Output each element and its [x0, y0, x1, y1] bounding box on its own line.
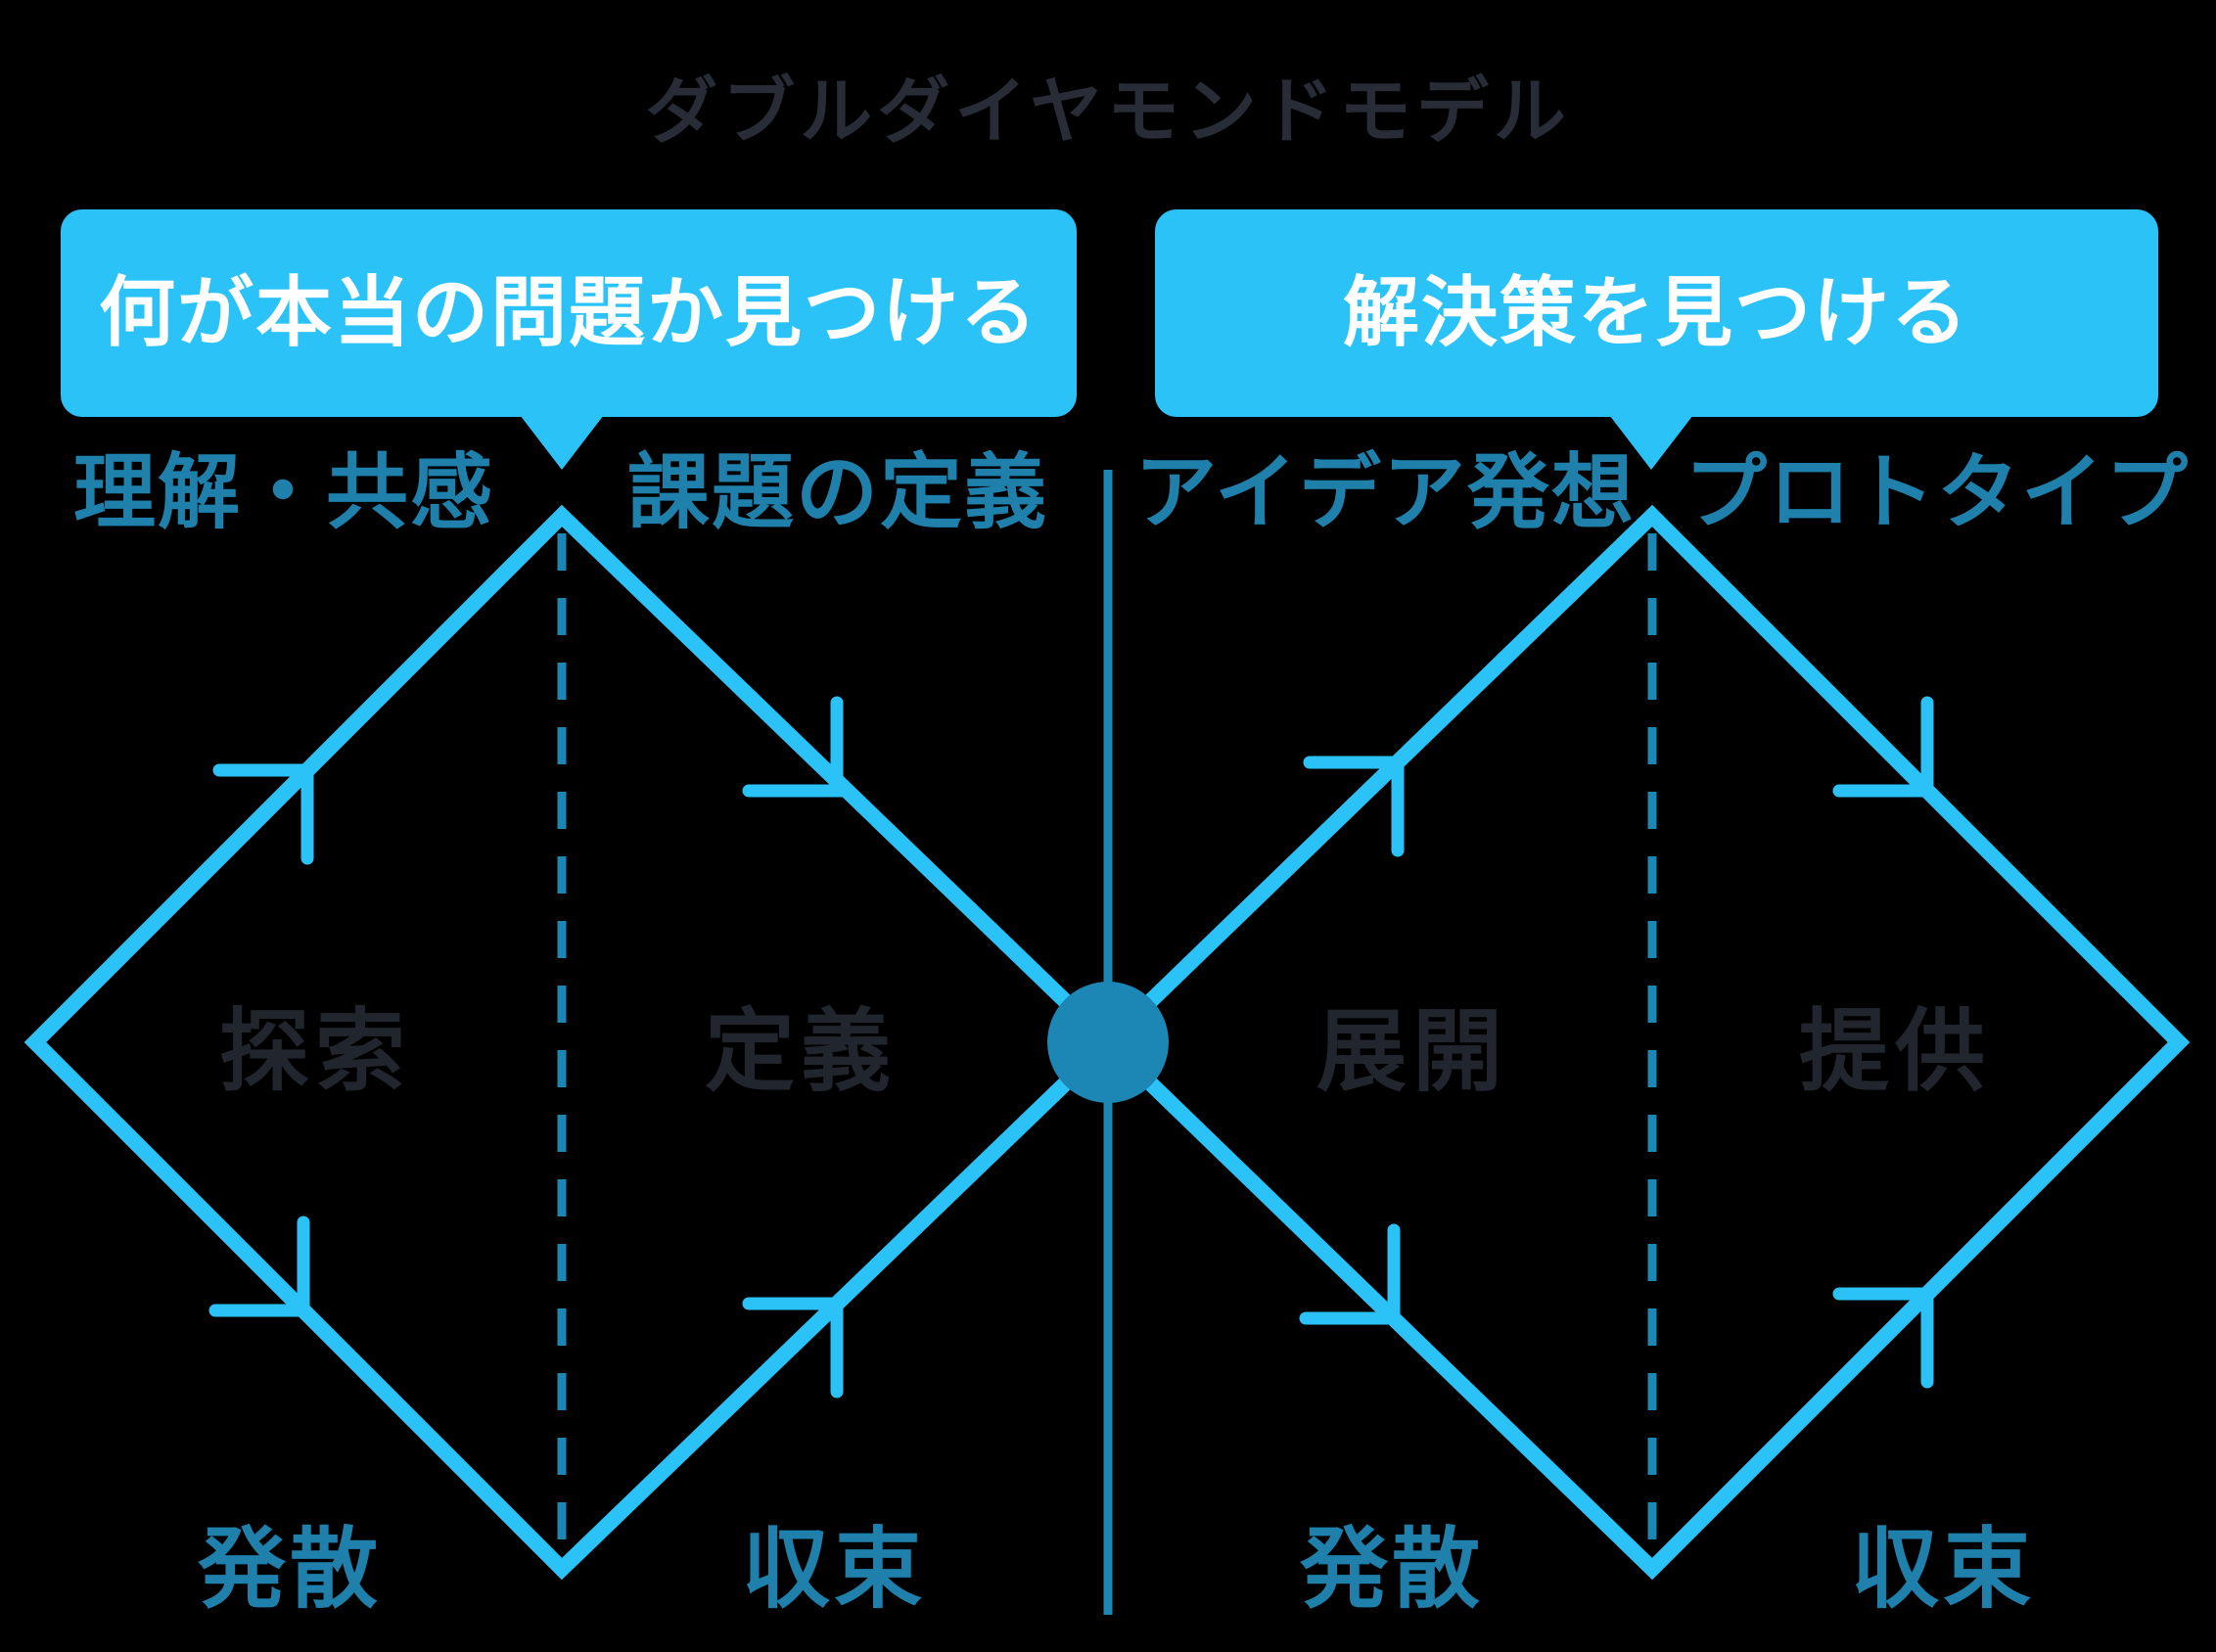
arrow-right-diamond-diverge-down-icon	[1299, 1223, 1401, 1325]
left-callout-rect	[61, 209, 1077, 417]
center-node-circle	[1047, 982, 1169, 1103]
phase-label-ideate: アイデア発想	[1134, 448, 1636, 539]
arrow-left-diamond-converge-down-icon	[742, 696, 844, 798]
mode-label-converge-right: 収束	[1851, 1522, 2035, 1619]
inner-label-discover: 探索	[218, 1002, 412, 1102]
mode-label-converge-left: 収束	[742, 1522, 926, 1619]
arrow-left-diamond-diverge-down-icon	[208, 1216, 310, 1317]
inner-label-define: 定義	[704, 1002, 898, 1102]
inner-label-deliver: 提供	[1798, 1002, 1992, 1102]
left-callout-label: 何が本当の問題か見つける	[98, 270, 1039, 355]
right-callout-label: 解決策を見つける	[1342, 270, 1970, 355]
mode-label-diverge-right: 発散	[1300, 1522, 1484, 1619]
diagram-title: ダブルダイヤモンドモデル	[645, 72, 1571, 153]
arrow-left-diamond-diverge-up-icon	[212, 763, 314, 865]
inner-label-develop: 展開	[1316, 1002, 1509, 1102]
phase-label-prototype: プロトタイプ	[1684, 448, 2191, 539]
mode-label-diverge-left: 発散	[198, 1522, 382, 1619]
right-callout-rect	[1155, 209, 2158, 417]
arrow-right-diamond-converge-up-icon	[1832, 1287, 1934, 1389]
arrow-right-diamond-converge-down-icon	[1832, 696, 1934, 798]
phase-label-define-problem: 課題の定義	[626, 448, 1049, 539]
left-callout-bubble	[61, 209, 1077, 470]
arrow-right-diamond-diverge-up-icon	[1303, 756, 1405, 857]
left-callout-tail	[517, 411, 607, 470]
right-diamond-outline	[1096, 504, 2191, 1581]
phase-label-empathize: 理解・共感	[72, 448, 495, 539]
right-callout-bubble	[1155, 209, 2158, 470]
left-diamond-outline	[23, 504, 1120, 1581]
right-callout-tail	[1606, 411, 1696, 470]
arrow-left-diamond-converge-up-icon	[742, 1297, 844, 1399]
